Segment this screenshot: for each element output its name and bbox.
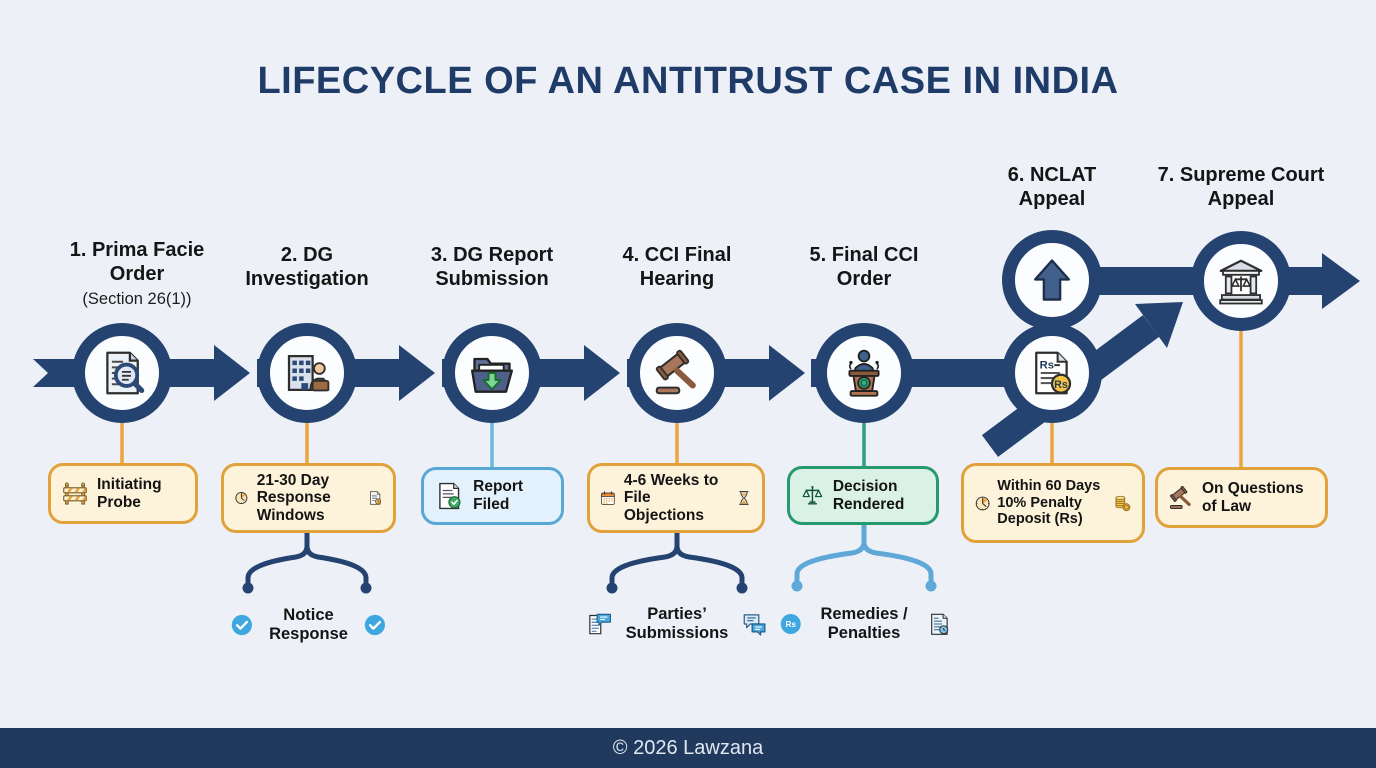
- up-arrow-icon: [1034, 259, 1070, 301]
- rs-doc-label: Rs: [1040, 360, 1054, 372]
- step-label-2: 2. DG Investigation: [245, 244, 369, 290]
- fork-connector-notice: [242, 530, 372, 594]
- callout-parties-submissions: Parties’ Submissions: [585, 602, 769, 646]
- info-box-line1: Within 60 Days: [997, 478, 1101, 495]
- clock-icon: [235, 492, 248, 504]
- check-circle-icon: [231, 614, 252, 636]
- rs-document-icon: Rs Rs: [1035, 351, 1072, 395]
- step-label-6: 6. NCLAT Appeal: [1007, 164, 1097, 210]
- info-box-text: 4-6 Weeks to File Objections: [623, 471, 719, 524]
- rs-coin-label: Rs: [1054, 379, 1068, 391]
- document-magnifier-icon: [106, 351, 145, 395]
- callout-text: Parties’ Submissions: [625, 605, 729, 642]
- courthouse-icon: [1219, 259, 1263, 305]
- info-box-text: On Questions of Law: [1201, 479, 1304, 515]
- info-box-text: Report Filed: [473, 478, 524, 513]
- folder-download-icon: [471, 357, 513, 393]
- step-node-3: [442, 323, 542, 423]
- gavel-icon: [655, 349, 696, 395]
- info-box-text-group: Within 60 Days 10% Penalty Deposit (Rs): [997, 478, 1105, 528]
- step-node-5: [814, 323, 914, 423]
- step-label-4: 4. CCI Final Hearing: [622, 244, 732, 290]
- callout-text: Remedies / Penalties: [820, 605, 908, 642]
- info-box-text: Decision Rendered: [832, 477, 905, 513]
- copyright-text: © 2026 Lawzana: [612, 736, 764, 759]
- info-box-file-objections: 4-6 Weeks to File Objections: [587, 463, 765, 533]
- step-label-5: 5. Final CCI Order: [809, 244, 919, 290]
- document-clock-icon: [370, 491, 382, 505]
- node-connectors: [120, 329, 1243, 468]
- calendar-icon: [601, 491, 615, 505]
- document-review-icon: [930, 613, 948, 635]
- step-node-6-appeal: [1002, 230, 1102, 330]
- scales-icon: [802, 485, 823, 505]
- info-box-text: Initiating Probe: [96, 475, 162, 511]
- footer-bar: © 2026 Lawzana: [0, 728, 1376, 768]
- coins-icon: [1114, 495, 1130, 512]
- document-check-icon: [439, 482, 461, 510]
- step-node-6-deposit: Rs Rs: [1002, 323, 1102, 423]
- podium-speaker-icon: [848, 349, 880, 397]
- step-label-1: 1. Prima Facie Order: [69, 239, 205, 285]
- step-node-2: [257, 323, 357, 423]
- document-bubble-icon: [589, 613, 612, 635]
- gavel-icon: [1169, 485, 1191, 509]
- info-box-line2: 10% Penalty Deposit (Rs): [997, 494, 1083, 528]
- hourglass-icon: [739, 491, 749, 505]
- step-node-7: [1191, 231, 1291, 331]
- info-box-report-filed: Report Filed: [421, 467, 564, 525]
- step-label-7: 7. Supreme Court Appeal: [1157, 164, 1325, 210]
- fork-connector-parties: [606, 530, 748, 594]
- step-label-3: 3. DG Report Submission: [430, 244, 554, 290]
- callout-text: Notice Response: [269, 606, 348, 643]
- info-box-response-windows: 21-30 Day Response Windows: [221, 463, 396, 533]
- page-title: LIFECYCLE OF AN ANTITRUST CASE IN INDIA: [257, 60, 1119, 102]
- rs-circle-icon: Rs: [780, 614, 801, 634]
- fork-connector-remedies: [791, 521, 937, 592]
- clock-icon: [975, 496, 990, 510]
- callout-remedies-penalties: Rs Remedies / Penalties: [779, 603, 953, 645]
- rs-circle-label: Rs: [785, 620, 796, 629]
- barrier-icon: [63, 481, 87, 505]
- info-box-penalty-deposit: Within 60 Days 10% Penalty Deposit (Rs): [961, 463, 1145, 543]
- step-sublabel-1: (Section 26(1)): [82, 290, 192, 308]
- chat-bubbles-icon: [743, 614, 766, 636]
- step-node-1: [72, 323, 172, 423]
- info-box-initiating-probe: Initiating Probe: [48, 463, 198, 524]
- info-box-text: 21-30 Day Response Windows: [256, 471, 331, 524]
- building-investigator-icon: [287, 355, 330, 392]
- check-circle-icon: [365, 614, 386, 636]
- info-box-decision-rendered: Decision Rendered: [787, 466, 939, 525]
- callout-notice-response: Notice Response: [230, 606, 387, 644]
- info-box-questions-of-law: On Questions of Law: [1155, 467, 1328, 528]
- step-node-4: [627, 323, 727, 423]
